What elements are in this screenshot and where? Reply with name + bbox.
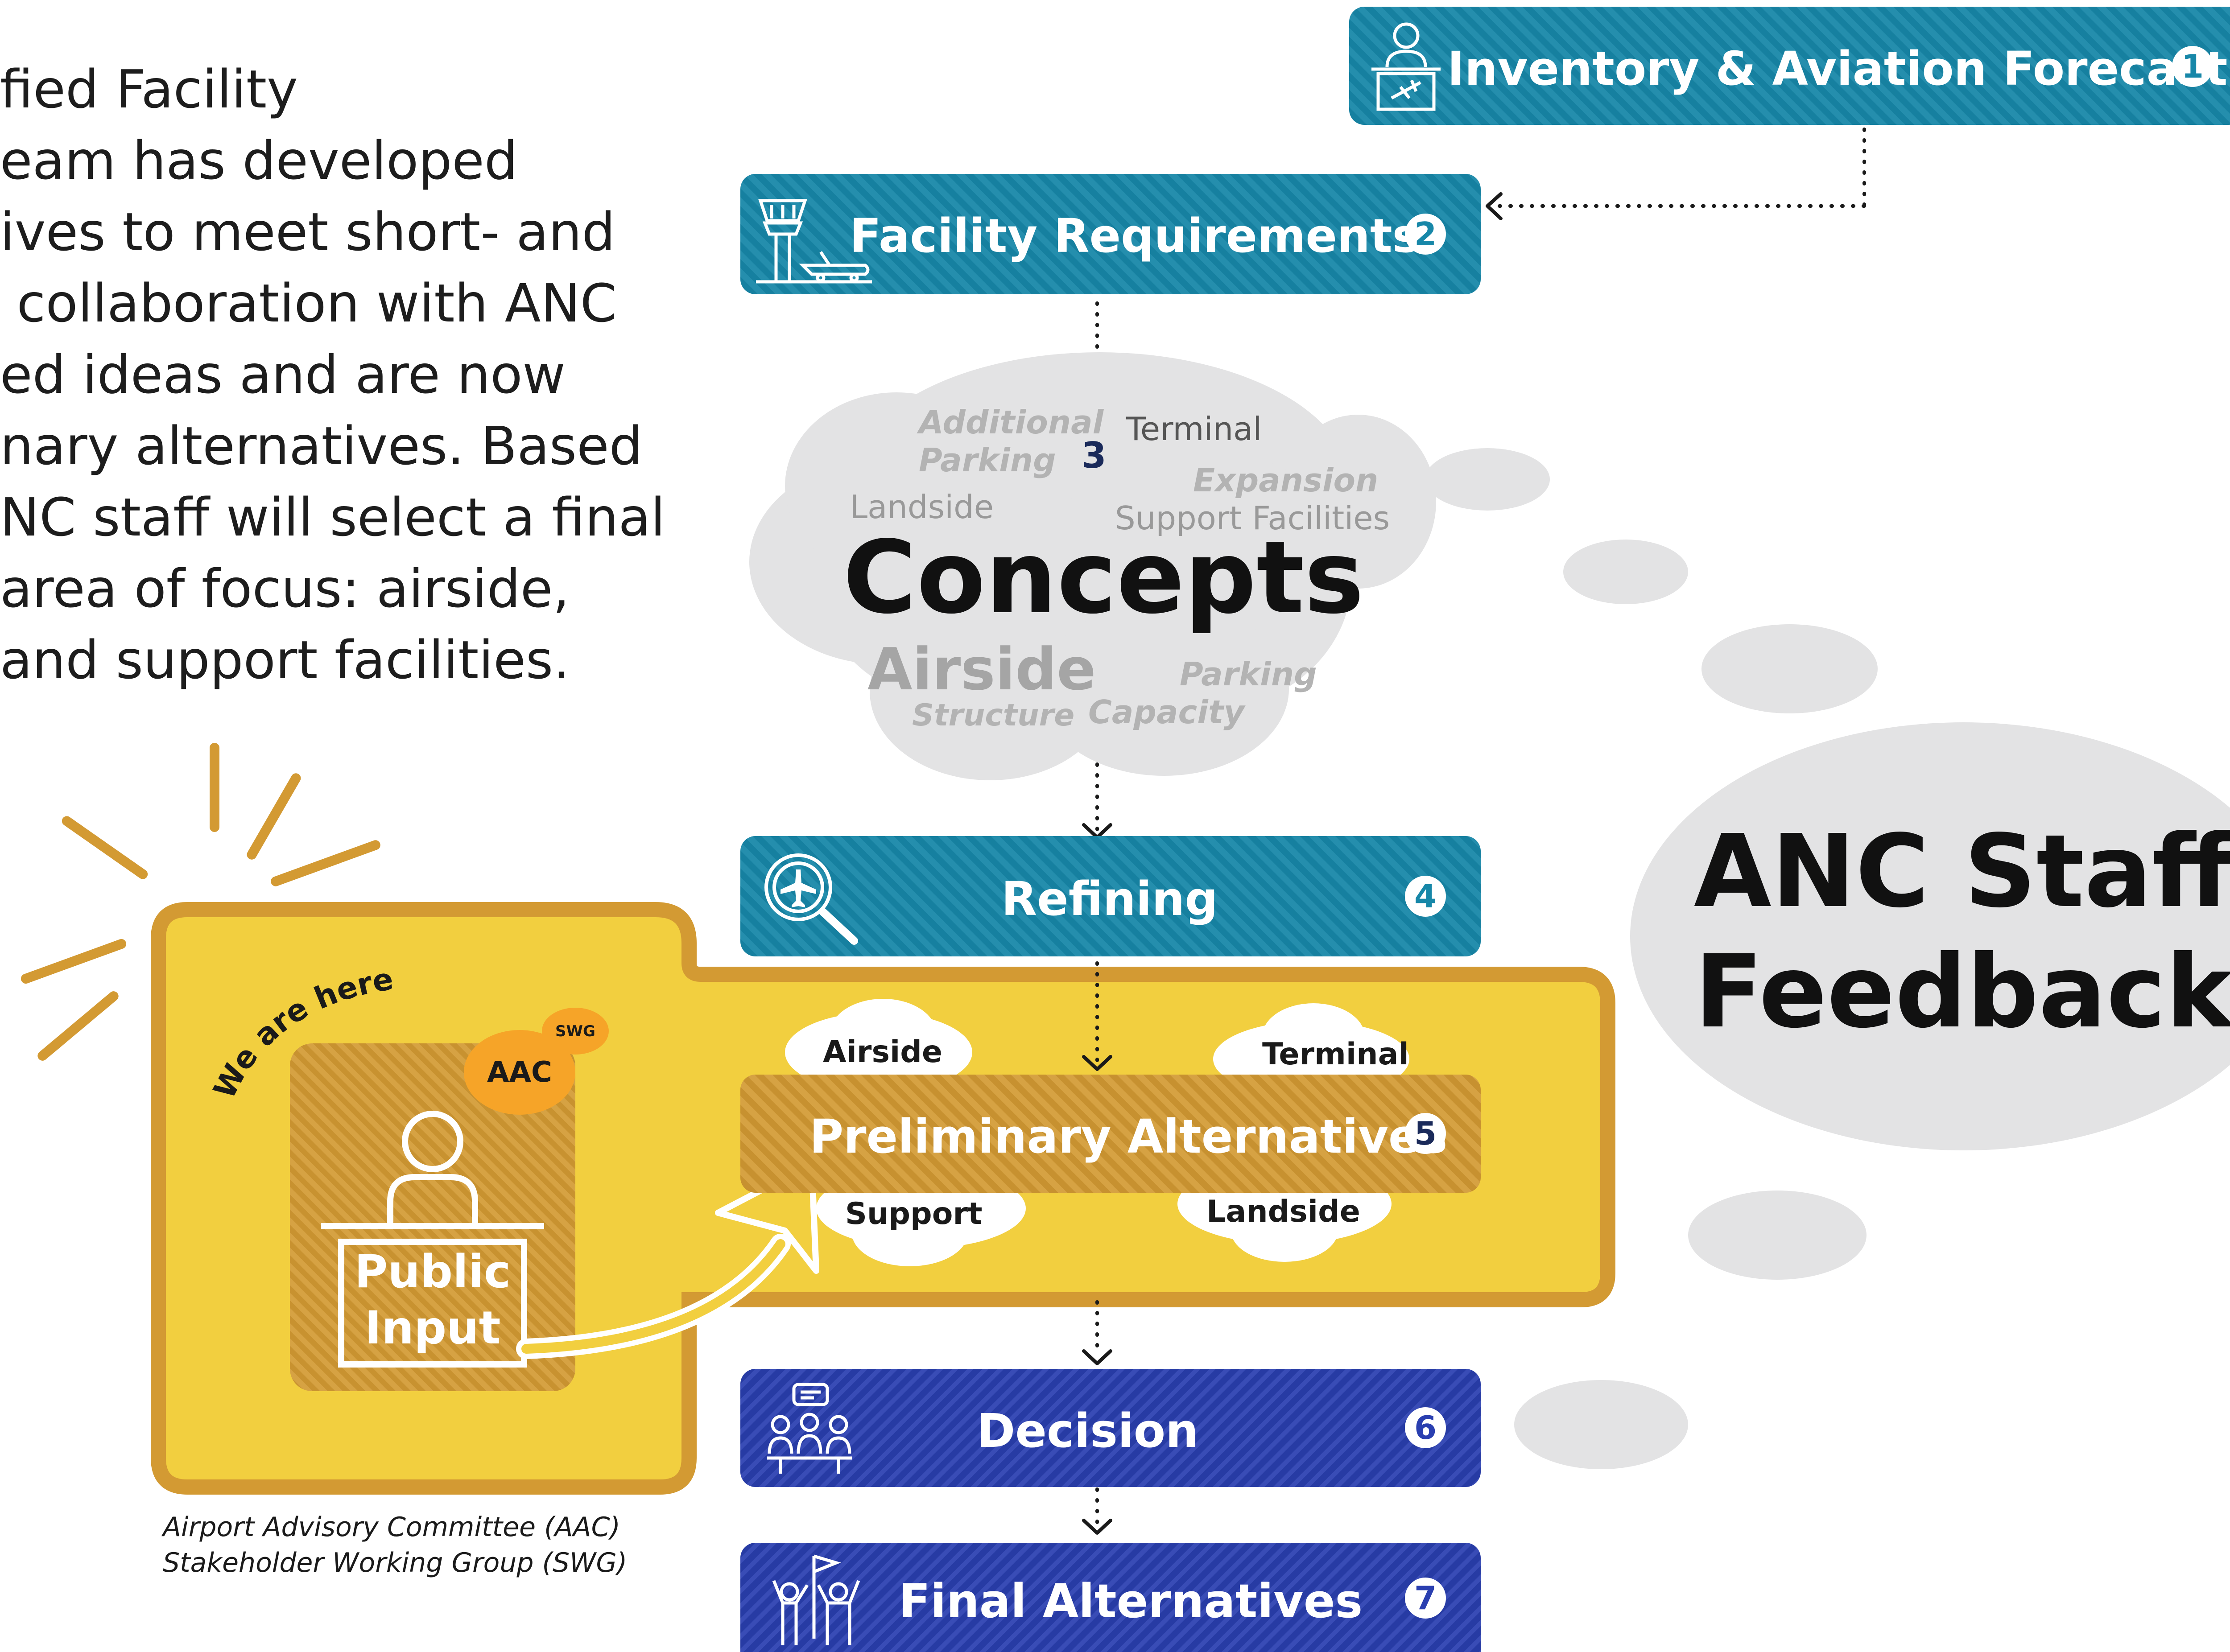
step-5-label: Preliminary Alternatives xyxy=(809,1109,1448,1164)
concept-word-additional: Additional xyxy=(919,404,1104,441)
legend-swg: Stakeholder Working Group (SWG) xyxy=(163,1547,628,1578)
concept-word-support-facilities: Support Facilities xyxy=(1115,499,1390,537)
thought-bubble xyxy=(1514,1380,1688,1469)
thought-bubble xyxy=(1563,540,1688,604)
step-2-number: 2 xyxy=(1405,214,1446,255)
concept-word-landside: Landside xyxy=(850,488,994,526)
concept-word-parking-2: Parking xyxy=(1180,655,1317,693)
step-refining[interactable]: Refining 4 xyxy=(740,836,1481,956)
thought-bubble xyxy=(1701,624,1878,713)
intro-line: collaboration with ANC xyxy=(0,272,617,334)
aac-label: AAC xyxy=(487,1056,553,1089)
acronym-legend: Airport Advisory Committee (AAC) Stakeho… xyxy=(163,1509,627,1581)
control-tower-icon xyxy=(756,199,872,284)
concept-word-parking: Parking xyxy=(919,441,1056,479)
intro-line: NC staff will select a final xyxy=(0,486,665,548)
feedback-line1: ANC Staff xyxy=(1693,813,2230,930)
intro-paragraph: fied Facility eam has developed ives to me… xyxy=(0,54,678,696)
concept-word-capacity: Capacity xyxy=(1088,693,1245,731)
intro-line: and support facilities. xyxy=(0,629,570,691)
thought-bubble xyxy=(1425,448,1550,511)
step-decision[interactable]: Decision 6 xyxy=(740,1369,1481,1487)
intro-line: nary alternatives. Based xyxy=(0,415,643,477)
feedback-line2: Feedback xyxy=(1694,934,2230,1051)
legend-aac: Airport Advisory Committee (AAC) xyxy=(163,1512,620,1543)
step-facility-requirements[interactable]: Facility Requirements 2 xyxy=(740,174,1481,294)
podium-person-icon xyxy=(321,1111,544,1368)
thought-bubble xyxy=(1688,1191,1867,1280)
intro-line: ed ideas and are now xyxy=(0,344,566,405)
alt-label-landside: Landside xyxy=(1206,1194,1360,1229)
intro-line: area of focus: airside, xyxy=(0,558,570,619)
intro-line: ives to meet short- and xyxy=(0,201,615,263)
concept-word-structure: Structure xyxy=(912,698,1075,733)
we-are-here-label: We are here xyxy=(207,968,396,1104)
desk-plane-icon xyxy=(1371,22,1441,111)
step-7-number: 7 xyxy=(1405,1578,1446,1619)
alt-label-airside: Airside xyxy=(823,1034,943,1070)
public-input-line2: Input xyxy=(364,1302,501,1355)
step-6-number: 6 xyxy=(1405,1407,1446,1448)
flag-people-icon xyxy=(772,1554,860,1645)
step-3-number: 3 xyxy=(1082,435,1107,476)
concept-word-airside: Airside xyxy=(867,635,1096,703)
intro-line: fied Facility xyxy=(0,58,298,120)
group-discussion-icon xyxy=(767,1383,852,1474)
step-1-number: 1 xyxy=(2172,46,2213,87)
aac-speech-bubble: AAC xyxy=(464,1030,575,1115)
step-7-label: Final Alternatives xyxy=(899,1574,1363,1628)
magnifier-plane-icon xyxy=(764,853,858,945)
step-1-label: Inventory & Aviation Forecast xyxy=(1447,41,2228,96)
step-6-label: Decision xyxy=(977,1404,1199,1458)
concepts-title: Concepts xyxy=(843,519,1364,636)
step-4-number: 4 xyxy=(1405,876,1446,917)
public-input-label: Public Input xyxy=(341,1244,524,1356)
intro-line: eam has developed xyxy=(0,130,518,191)
feedback-text: ANC Staff Feedback xyxy=(1630,812,2230,1052)
concept-word-terminal: Terminal xyxy=(1126,410,1262,448)
step-4-label: Refining xyxy=(1001,872,1218,926)
step-5-number: 5 xyxy=(1405,1113,1446,1154)
alt-label-support: Support xyxy=(845,1196,983,1232)
public-input-line1: Public xyxy=(354,1245,511,1298)
concept-word-expansion: Expansion xyxy=(1193,461,1379,499)
step-inventory-forecast[interactable]: Inventory & Aviation Forecast 1 xyxy=(1349,7,2230,125)
step-2-label: Facility Requirements xyxy=(850,209,1420,263)
alt-label-terminal: Terminal xyxy=(1262,1037,1409,1072)
step-preliminary-alternatives[interactable]: Preliminary Alternatives 5 xyxy=(740,1075,1481,1193)
feedback-cloud xyxy=(1630,722,2230,1150)
swg-label: SWG xyxy=(555,1022,595,1040)
step-final-alternatives[interactable]: Final Alternatives 7 xyxy=(740,1543,1481,1652)
